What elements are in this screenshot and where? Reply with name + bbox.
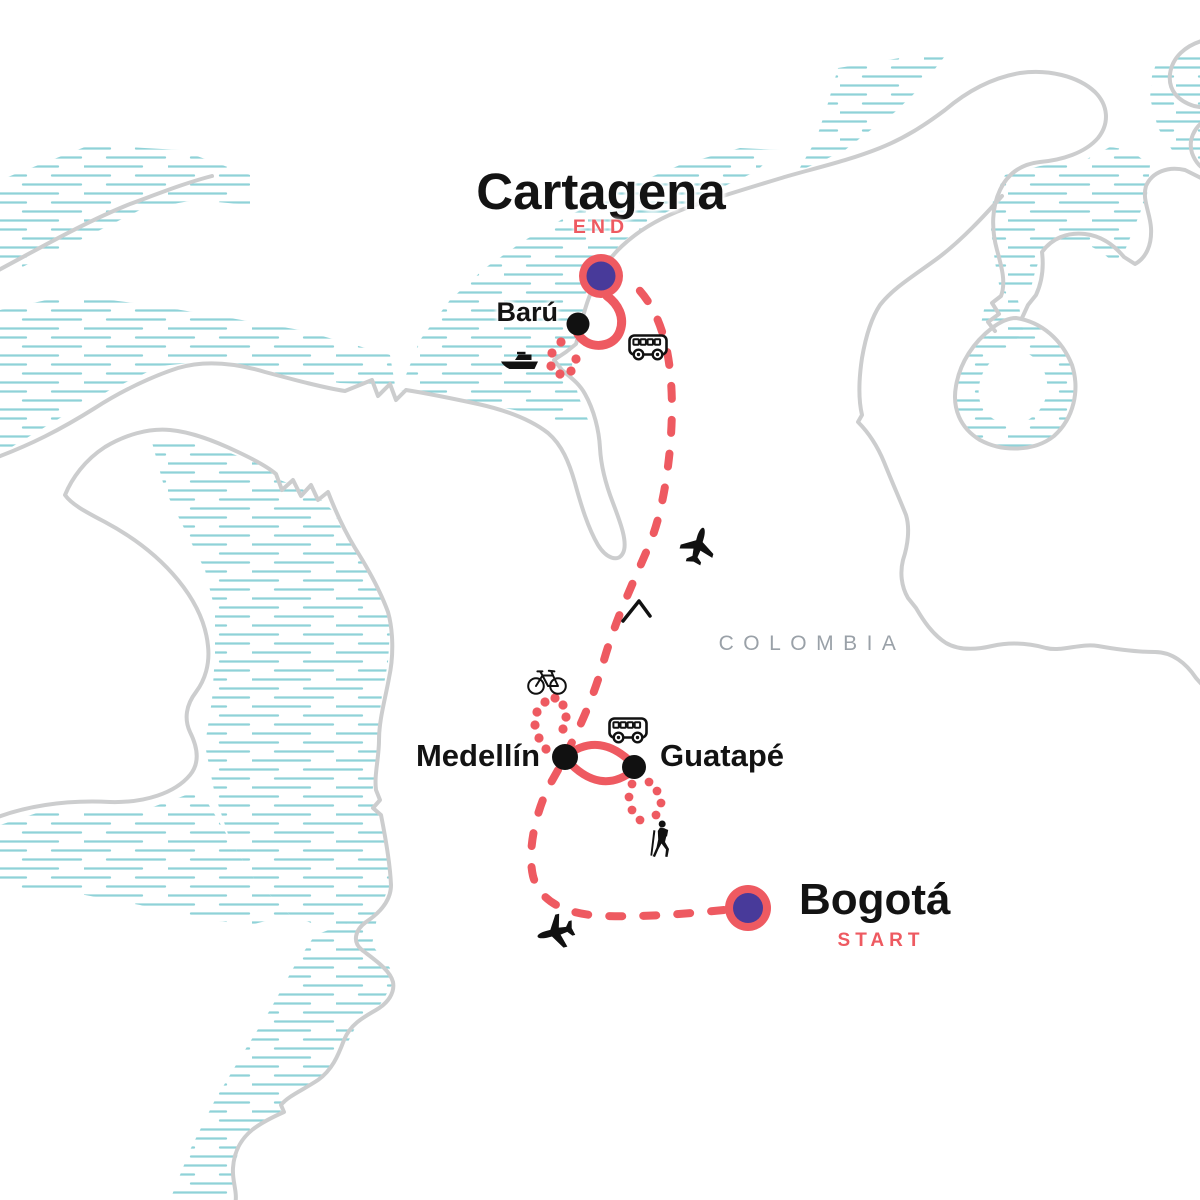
city-label-cartagena: Cartagena [476,163,726,220]
sea-hatch-gulf-of-panama [150,435,390,930]
lake-maracaibo [953,316,1078,451]
route-guatape-hike-dots [624,777,666,825]
city-label-guatape: Guatapé [660,738,785,773]
coastline-top-right-a [1167,39,1200,110]
city-label-baru: Barú [496,297,558,327]
coastline-gulf-venezuela-east [1020,166,1200,320]
coastline-caribbean [0,69,1108,561]
city-label-medellin: Medellín [415,738,540,773]
country-label: COLOMBIA [718,632,906,655]
bus-icon [608,717,648,744]
route-bogota-medellin [527,754,728,921]
sea-hatch-pacific-coast [170,912,392,1200]
city-label-bogota: Bogotá [799,875,951,924]
start-tag: START [837,930,925,951]
bus-icon [628,334,668,361]
end-marker-cartagena [579,254,623,298]
plane-icon [676,523,720,568]
coastline-top-left [0,174,214,272]
stop-dots [552,312,646,779]
sea-hatch-caribbean-west [0,295,395,450]
route-medellin-bike-dots [530,693,571,754]
stop-dot-baru [566,312,590,336]
sea-hatch-guajira-west [798,56,945,171]
stop-dot-guatape [622,755,646,779]
border-colombia-venezuela [856,194,1200,686]
coastline-pacific [0,427,396,1200]
route-direction-chevron [621,599,652,623]
start-marker-bogota [725,885,771,931]
stop-dot-medellin [552,744,578,770]
route-baru-boat-dots [546,337,581,379]
sea-hatch-right-edge [1150,52,1200,162]
bicycle-icon [527,669,567,695]
sea-hatch-below-azuero [0,790,290,925]
plane-icon [533,911,578,954]
sea-hatch-gulf-of-venezuela [991,147,1150,300]
coastline-top-right-b [1188,121,1200,169]
hiker-icon [650,820,669,857]
end-tag: END [572,216,630,238]
route-layer [527,277,728,921]
